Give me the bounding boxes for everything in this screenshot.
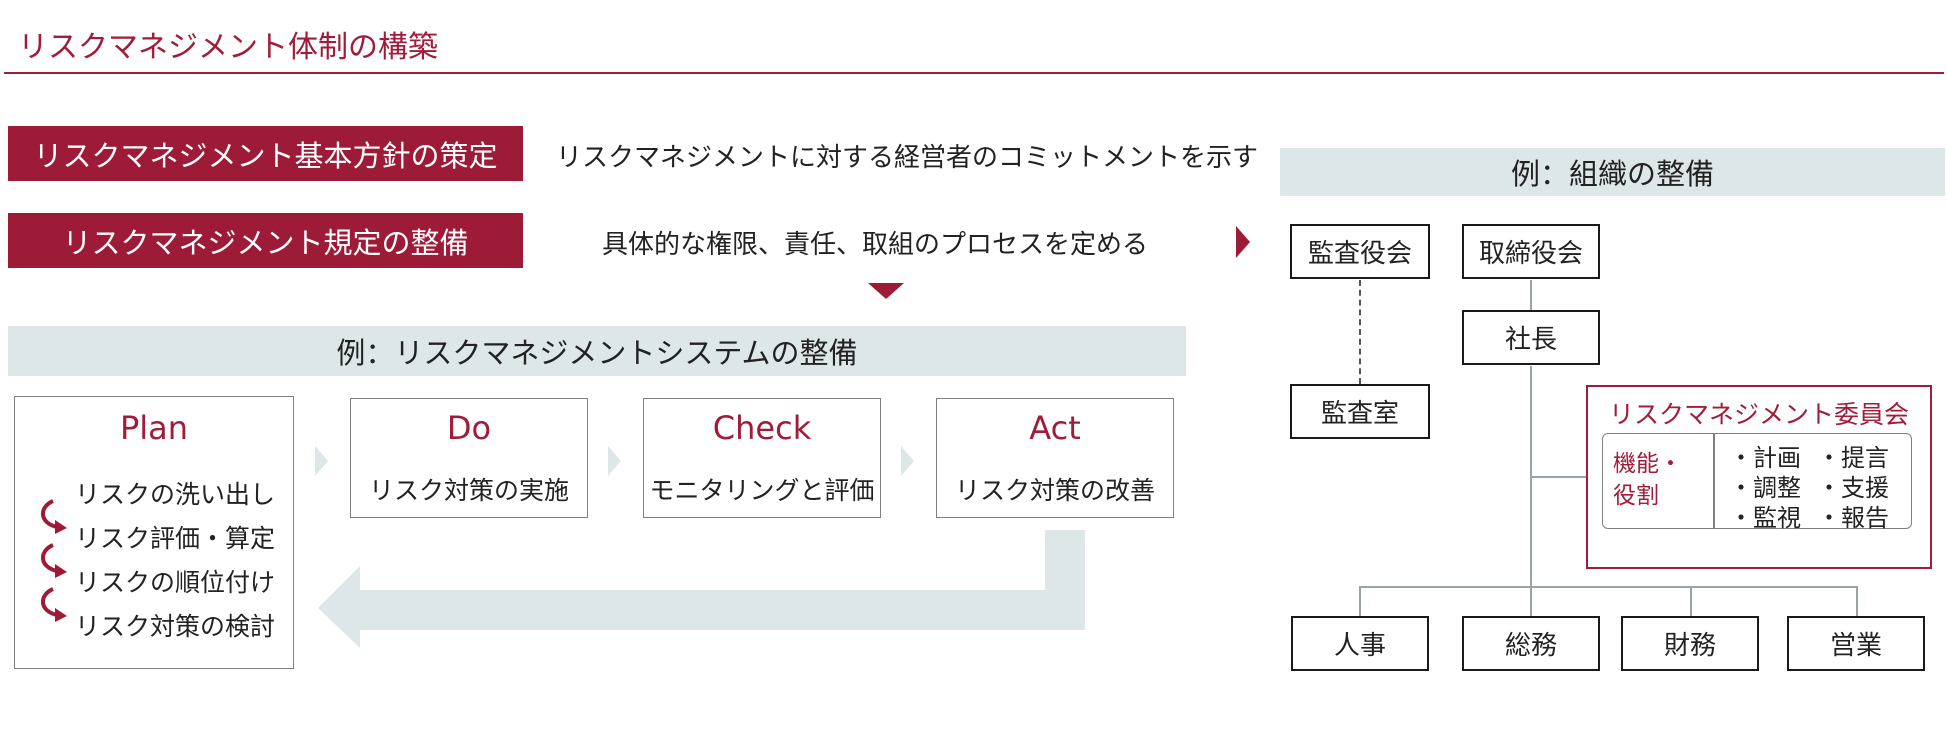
plan-item: リスクの洗い出し [75,480,276,509]
committee-duty: ・計画 [1729,444,1801,472]
role-label-line: 機能・ [1613,451,1682,477]
org-connector [1359,586,1361,616]
org-dept-general-affairs: 総務 [1462,616,1600,671]
policy-desc-rules: 具体的な権限、責任、取組のプロセスを定める [602,230,1149,260]
feedback-arrow-icon [318,530,1085,648]
pdca-check-body: モニタリングと評価 [649,476,875,505]
committee-role-label: 機能・ 役割 [1613,448,1682,512]
pdca-act-title: Act [1029,409,1081,447]
plan-item: リスク対策の検討 [75,612,276,641]
committee-duty: ・報告 [1817,504,1889,532]
pdca-act-body: リスク対策の改善 [954,476,1155,505]
org-connector [1690,586,1692,616]
committee-roles-box: 機能・ 役割 ・計画 ・提言 ・調整 ・支援 ・監視 ・報告 [1602,433,1912,532]
org-header: 例：組織の整備 [1280,148,1945,196]
pdca-plan-title: Plan [119,409,189,447]
org-president: 社長 [1462,310,1600,365]
title-divider [4,72,1944,74]
pdca-do-title: Do [446,409,492,447]
org-board: 取締役会 [1462,224,1600,279]
cycle-arrows-icon [41,499,67,622]
committee-duty: ・調整 [1729,474,1801,502]
committee-duty: ・提言 [1817,444,1889,472]
right-arrow-icon [1236,226,1250,258]
org-dept-sales: 営業 [1787,616,1925,671]
pdca-act-box: Act リスク対策の改善 [936,398,1174,518]
page-title: リスクマネジメント体制の構築 [18,30,438,65]
org-connector [1359,586,1858,588]
committee-duty: ・支援 [1817,474,1889,502]
org-audit-board: 監査役会 [1290,224,1430,279]
chevron-right-icon [315,446,328,476]
org-connector [1530,476,1586,478]
committee-title: リスクマネジメント委員会 [1608,400,1909,429]
pdca-do-box: Do リスク対策の実施 [350,398,588,518]
chevron-right-icon [608,446,621,476]
org-connector [1856,586,1858,616]
org-dept-finance: 財務 [1621,616,1759,671]
pdca-check-box: Check モニタリングと評価 [643,398,881,518]
org-dept-hr: 人事 [1291,616,1429,671]
system-header: 例：リスクマネジメントシステムの整備 [8,326,1186,376]
audit-dashed-line [1359,280,1361,384]
org-audit-office: 監査室 [1290,384,1430,439]
role-label-line: 役割 [1613,483,1659,509]
policy-desc-basic: リスクマネジメントに対する経営者のコミットメントを示す [556,143,1259,173]
down-arrow-icon [868,283,904,299]
plan-item: リスクの順位付け [75,568,276,597]
policy-bar-rules: リスクマネジメント規定の整備 [8,213,523,268]
plan-item: リスク評価・算定 [75,524,276,553]
pdca-plan-box: Plan リスクの洗い出し リスク評価・算定 リスクの順位付け リスク対策の検討 [14,396,294,669]
pdca-check-title: Check [712,409,812,447]
chevron-right-icon [901,446,914,476]
pdca-do-body: リスク対策の実施 [368,476,569,505]
policy-bar-basic: リスクマネジメント基本方針の策定 [8,126,523,181]
committee-duty: ・監視 [1729,504,1801,532]
org-committee: リスクマネジメント委員会 機能・ 役割 ・計画 ・提言 ・調整 ・支援 ・監視 … [1586,385,1932,569]
roles-divider [1713,434,1715,528]
org-connector [1530,280,1532,310]
org-connector [1530,586,1532,616]
